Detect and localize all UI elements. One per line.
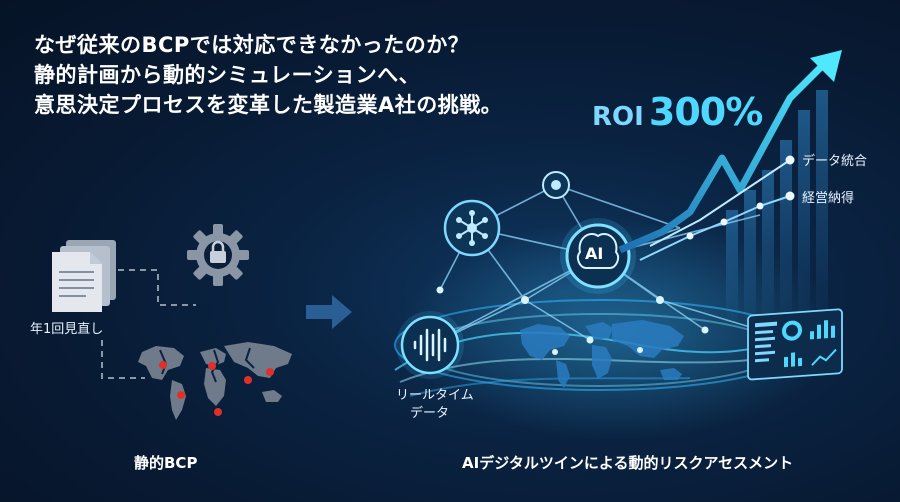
- headline: なぜ従来のBCPでは対応できなかったのか？ 静的計画から動的シミュレーションへ、…: [34, 30, 502, 120]
- sync-node-icon: [542, 171, 570, 199]
- world-map-glow-icon: [520, 320, 684, 388]
- world-map-icon: [138, 342, 292, 420]
- realtime-data-label-line-2: データ: [410, 406, 450, 421]
- dashboard-icon: [747, 308, 843, 381]
- realtime-data-label-line-1: リールタイム: [396, 388, 474, 403]
- ai-brain-icon: [560, 218, 636, 294]
- network-hub-icon: [443, 199, 501, 257]
- headline-line-1: なぜ従来のBCPでは対応できなかったのか？: [34, 33, 470, 57]
- data-integration-label: データ統合: [802, 154, 868, 169]
- arrow-right-icon: [306, 295, 352, 329]
- annual-review-label: 年1回見直し: [30, 322, 104, 337]
- growth-arrow-icon: [618, 50, 842, 261]
- network-nodes: [436, 286, 709, 355]
- waveform-icon: [396, 311, 464, 379]
- alert-markers: [159, 361, 274, 416]
- document-stack-icon: [52, 240, 116, 312]
- management-buyin-label: 経営納得: [802, 191, 855, 206]
- roi-value: 300%: [648, 90, 763, 134]
- dashed-connector: [101, 269, 196, 379]
- ai-digital-twin-caption: AIデジタルツインによる動的リスクアセスメント: [462, 454, 794, 472]
- roi-figure: ROI 300%: [592, 90, 763, 134]
- ai-node-label: AI: [585, 244, 604, 263]
- headline-line-2: 静的計画から動的シミュレーションへ、: [34, 63, 421, 87]
- static-bcp-caption: 静的BCP: [134, 454, 198, 472]
- gear-lock-icon: [187, 224, 249, 286]
- headline-line-3: 意思決定プロセスを変革した製造業A社の挑戦。: [34, 93, 503, 117]
- roi-prefix: ROI: [592, 102, 644, 132]
- chart-bars: [726, 90, 828, 330]
